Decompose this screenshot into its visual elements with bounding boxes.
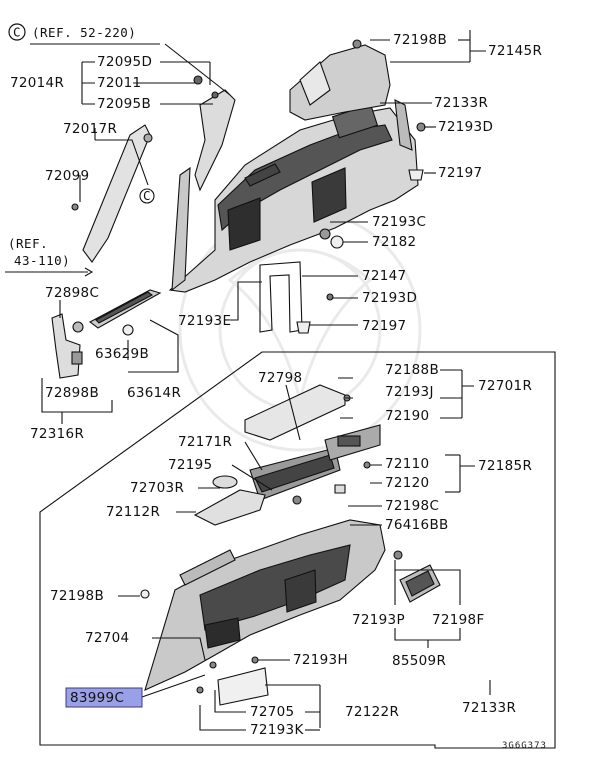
ref-top-group: C (REF. 52-220) (8, 23, 160, 45)
label-72198C: 72198C (385, 498, 439, 514)
part-labels: 72198B 72145R 72095D 72014R 72011 72095B… (8, 32, 547, 751)
pillar-strip-72014R (194, 89, 236, 192)
label-72704: 72704 (85, 630, 129, 646)
label-72133R-low: 72133R (462, 700, 516, 716)
footer-code: 3G6G373 (502, 741, 547, 751)
label-72095D: 72095D (97, 54, 152, 70)
label-72197-mid: 72197 (362, 318, 406, 334)
label-72190: 72190 (385, 408, 429, 424)
label-72182: 72182 (372, 234, 416, 250)
circle-c-marker-2 (139, 188, 155, 204)
label-72198B-top: 72198B (393, 32, 447, 48)
label-72193K: 72193K (250, 722, 304, 738)
label-72193D-mid: 72193D (362, 290, 417, 306)
label-85509R: 85509R (392, 653, 446, 669)
lower-assembly-frame (39, 351, 556, 749)
label-72145R: 72145R (488, 43, 542, 59)
label-72316R: 72316R (30, 426, 84, 442)
label-72193H: 72193H (293, 652, 348, 668)
label-72197-top: 72197 (438, 165, 482, 181)
label-72701R: 72701R (478, 378, 532, 394)
label-72017R: 72017R (63, 121, 117, 137)
label-72133R-top: 72133R (434, 95, 488, 111)
upper-trim-assembly: C (51, 39, 426, 379)
label-72171R: 72171R (178, 434, 232, 450)
label-72193P: 72193P (352, 612, 405, 628)
label-72898C: 72898C (45, 285, 99, 301)
label-72095B: 72095B (97, 96, 151, 112)
bracket-72147 (259, 261, 303, 333)
circle-c-letter: C (13, 25, 21, 40)
label-72188B: 72188B (385, 362, 439, 378)
label-72147: 72147 (362, 268, 406, 284)
label-76416BB: 76416BB (385, 517, 449, 533)
label-72014R: 72014R (10, 75, 64, 91)
label-72099: 72099 (45, 168, 89, 184)
leader-lines (5, 30, 491, 731)
label-72193D-top: 72193D (438, 119, 493, 135)
circle-c-marker (8, 23, 26, 41)
label-63629B: 63629B (95, 346, 149, 362)
ref-left-line1: (REF. (8, 236, 48, 251)
label-72122R: 72122R (345, 704, 399, 720)
ref-top-text: (REF. 52-220) (32, 25, 136, 40)
cup-holder-72112R (193, 489, 266, 526)
label-72705: 72705 (250, 704, 294, 720)
label-72120: 72120 (385, 475, 429, 491)
lower-trim-assembly (140, 384, 441, 706)
label-72193C: 72193C (372, 214, 426, 230)
label-72198F: 72198F (432, 612, 485, 628)
label-72193E: 72193E (178, 313, 231, 329)
label-72798: 72798 (258, 370, 302, 386)
tray-lid-72798 (244, 384, 346, 441)
label-72198B-low: 72198B (50, 588, 104, 604)
label-72110: 72110 (385, 456, 429, 472)
label-72011: 72011 (97, 75, 141, 91)
label-83999C[interactable]: 83999C (70, 690, 124, 706)
label-72898B: 72898B (45, 385, 99, 401)
ref-left-line2: 43-110) (14, 253, 70, 268)
highlighted-part-83999C[interactable]: 83999C (65, 687, 143, 708)
label-63614R: 63614R (127, 385, 181, 401)
cover-72705 (217, 667, 269, 706)
label-72193J: 72193J (385, 384, 434, 400)
label-72112R: 72112R (106, 504, 160, 520)
label-72703R: 72703R (130, 480, 184, 496)
label-72195: 72195 (168, 457, 212, 473)
label-72185R: 72185R (478, 458, 532, 474)
circle-c-letter-2: C (143, 188, 151, 203)
